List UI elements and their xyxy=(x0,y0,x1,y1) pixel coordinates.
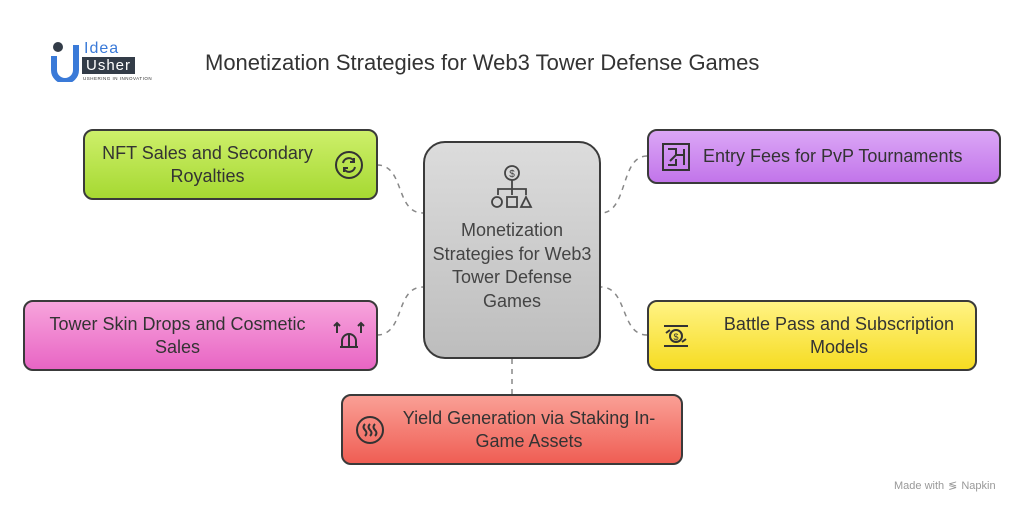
node-entry-fees: Entry Fees for PvP Tournaments xyxy=(647,129,1001,184)
tournament-bracket-icon xyxy=(659,140,693,174)
node-battle-pass: $ Battle Pass and Subscription Models xyxy=(647,300,977,371)
svg-text:$: $ xyxy=(509,169,515,180)
node-nft-sales: NFT Sales and Secondary Royalties xyxy=(83,129,378,200)
central-topic: $ Monetization Strategies for Web3 Tower… xyxy=(423,141,601,359)
node-label: Tower Skin Drops and Cosmetic Sales xyxy=(49,313,306,357)
svg-text:$: $ xyxy=(673,332,678,342)
logo-word-usher: Usher xyxy=(82,57,136,74)
made-with-text: Made with xyxy=(894,479,945,492)
tower-upgrade-icon xyxy=(332,319,366,353)
heat-yield-icon xyxy=(353,413,387,447)
connector-nft xyxy=(376,164,424,214)
node-tower-skins: Tower Skin Drops and Cosmetic Sales xyxy=(23,300,378,371)
connector-battle xyxy=(600,286,648,336)
napkin-logo-icon: ≶ xyxy=(948,480,958,492)
logo-word-idea: Idea xyxy=(84,40,120,57)
node-label: Entry Fees for PvP Tournaments xyxy=(703,146,963,166)
logo-mark-icon xyxy=(51,42,79,82)
page-title: Monetization Strategies for Web3 Tower D… xyxy=(205,50,760,75)
central-topic-label: Monetization Strategies for Web3 Tower D… xyxy=(432,220,592,311)
node-label: Yield Generation via Staking In-Game Ass… xyxy=(402,407,656,451)
node-yield-generation: Yield Generation via Staking In-Game Ass… xyxy=(341,394,683,465)
exchange-coin-icon: $ xyxy=(659,319,693,353)
cycle-arrows-icon xyxy=(332,148,366,182)
connector-entry xyxy=(600,155,648,214)
connector-skin xyxy=(376,286,424,336)
node-label: NFT Sales and Secondary Royalties xyxy=(102,142,313,186)
footer-credit: Made with ≶ Napkin xyxy=(894,479,996,493)
logo-tagline: USHERING IN INNOVATION xyxy=(83,76,153,81)
logo: Idea Usher USHERING IN INNOVATION xyxy=(50,40,160,85)
napkin-brand: Napkin xyxy=(961,479,996,492)
dollar-hierarchy-icon: $ xyxy=(491,165,533,208)
node-label: Battle Pass and Subscription Models xyxy=(723,313,955,357)
